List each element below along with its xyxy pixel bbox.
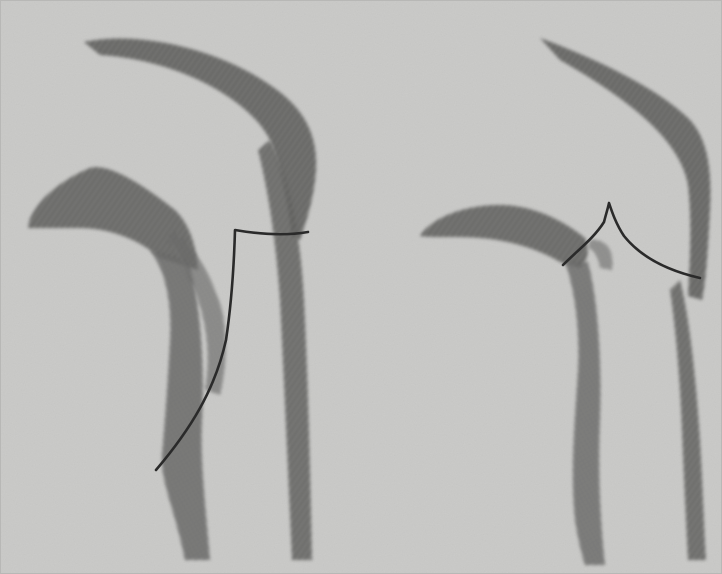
engraving-plate [0, 0, 722, 574]
engraving-illustration [0, 0, 722, 574]
